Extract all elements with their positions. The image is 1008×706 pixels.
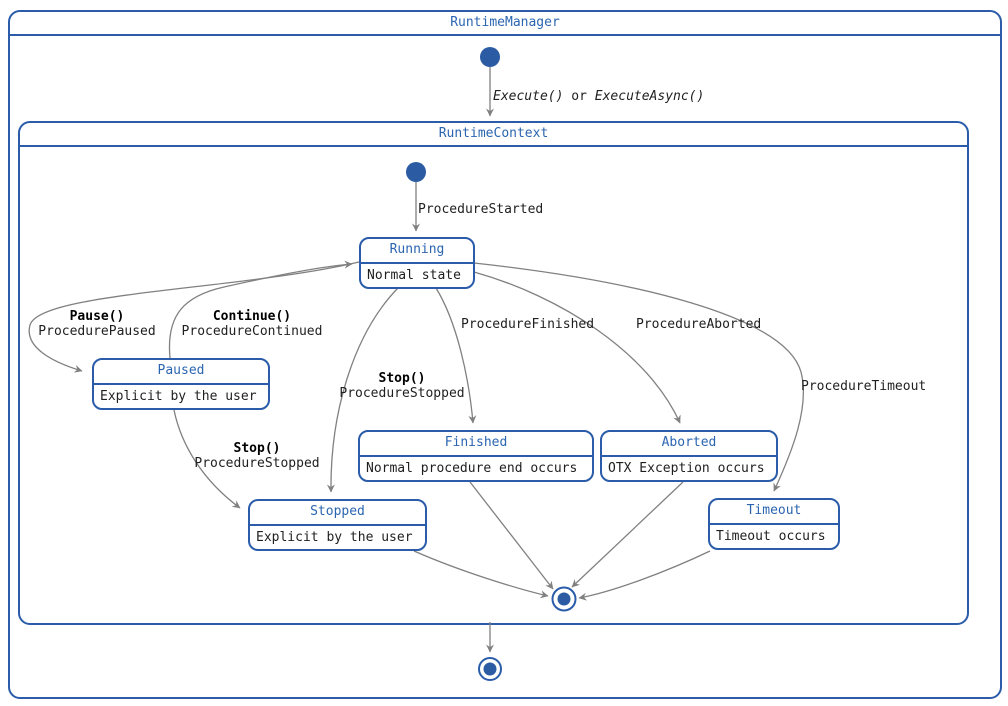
state-stopped-title: Stopped xyxy=(250,501,425,526)
state-aborted-title: Aborted xyxy=(602,432,776,457)
state-paused-body: Explicit by the user xyxy=(100,389,257,404)
state-finished-title: Finished xyxy=(360,432,592,457)
label-execute-method2: ExecuteAsync() xyxy=(594,89,705,104)
label-procedure-aborted: ProcedureAborted xyxy=(636,317,762,332)
state-paused-title: Paused xyxy=(94,360,268,385)
label-pause-method: Pause() xyxy=(69,309,125,324)
runtime-manager-title: RuntimeManager xyxy=(10,12,1000,36)
label-execute-method1: Execute() xyxy=(493,89,564,104)
edge-finished-to-final xyxy=(469,481,554,590)
label-stop-from-running-method: Stop() xyxy=(378,371,426,386)
label-stop-from-paused: Stop() ProcedureStopped xyxy=(192,441,322,471)
edge-stop-from-running xyxy=(326,287,399,493)
edge-continue xyxy=(168,260,353,359)
edge-stopped-to-final xyxy=(413,550,549,599)
label-pause-event: ProcedurePaused xyxy=(38,324,156,339)
state-running: Running Normal state xyxy=(359,237,475,289)
edge-procedure-timeout xyxy=(473,262,805,492)
final-state-context-dot xyxy=(557,592,571,606)
initial-state-context xyxy=(406,162,426,182)
label-execute-conjunction: or xyxy=(571,89,587,104)
label-pause: Pause() ProcedurePaused xyxy=(34,309,160,339)
edge-aborted-to-final xyxy=(571,481,684,588)
state-timeout-body: Timeout occurs xyxy=(716,529,826,544)
state-paused: Paused Explicit by the user xyxy=(92,358,270,410)
edge-timeout-to-final xyxy=(578,550,711,601)
state-finished: Finished Normal procedure end occurs xyxy=(358,430,594,482)
initial-state-manager xyxy=(480,47,500,67)
state-stopped: Stopped Explicit by the user xyxy=(248,499,427,551)
state-aborted: Aborted OTX Exception occurs xyxy=(600,430,778,482)
label-execute: Execute() or ExecuteAsync() xyxy=(493,89,704,104)
state-running-title: Running xyxy=(361,239,473,264)
label-stop-from-paused-event: ProcedureStopped xyxy=(194,456,320,471)
edge-procedure-aborted xyxy=(473,271,681,424)
label-stop-from-paused-method: Stop() xyxy=(233,441,281,456)
edge-procedure-finished xyxy=(435,287,477,424)
label-stop-from-running: Stop() ProcedureStopped xyxy=(337,371,467,401)
label-procedure-started: ProcedureStarted xyxy=(418,202,544,217)
state-finished-body: Normal procedure end occurs xyxy=(366,461,578,476)
runtime-manager-frame: RuntimeManager xyxy=(8,10,1002,699)
label-procedure-finished: ProcedureFinished xyxy=(461,317,595,332)
runtime-context-title: RuntimeContext xyxy=(20,123,967,147)
label-continue-event: ProcedureContinued xyxy=(181,324,323,339)
edge-stop-from-paused xyxy=(173,409,241,509)
final-state-manager-dot xyxy=(483,662,497,676)
label-continue-method: Continue() xyxy=(212,309,292,324)
state-running-body: Normal state xyxy=(367,268,461,283)
runtime-context-frame: RuntimeContext xyxy=(18,121,969,625)
label-procedure-timeout: ProcedureTimeout xyxy=(801,379,927,394)
state-stopped-body: Explicit by the user xyxy=(256,530,413,545)
label-stop-from-running-event: ProcedureStopped xyxy=(339,386,465,401)
state-timeout: Timeout Timeout occurs xyxy=(708,498,840,550)
state-timeout-title: Timeout xyxy=(710,500,838,525)
label-continue: Continue() ProcedureContinued xyxy=(177,309,327,339)
state-aborted-body: OTX Exception occurs xyxy=(608,461,765,476)
